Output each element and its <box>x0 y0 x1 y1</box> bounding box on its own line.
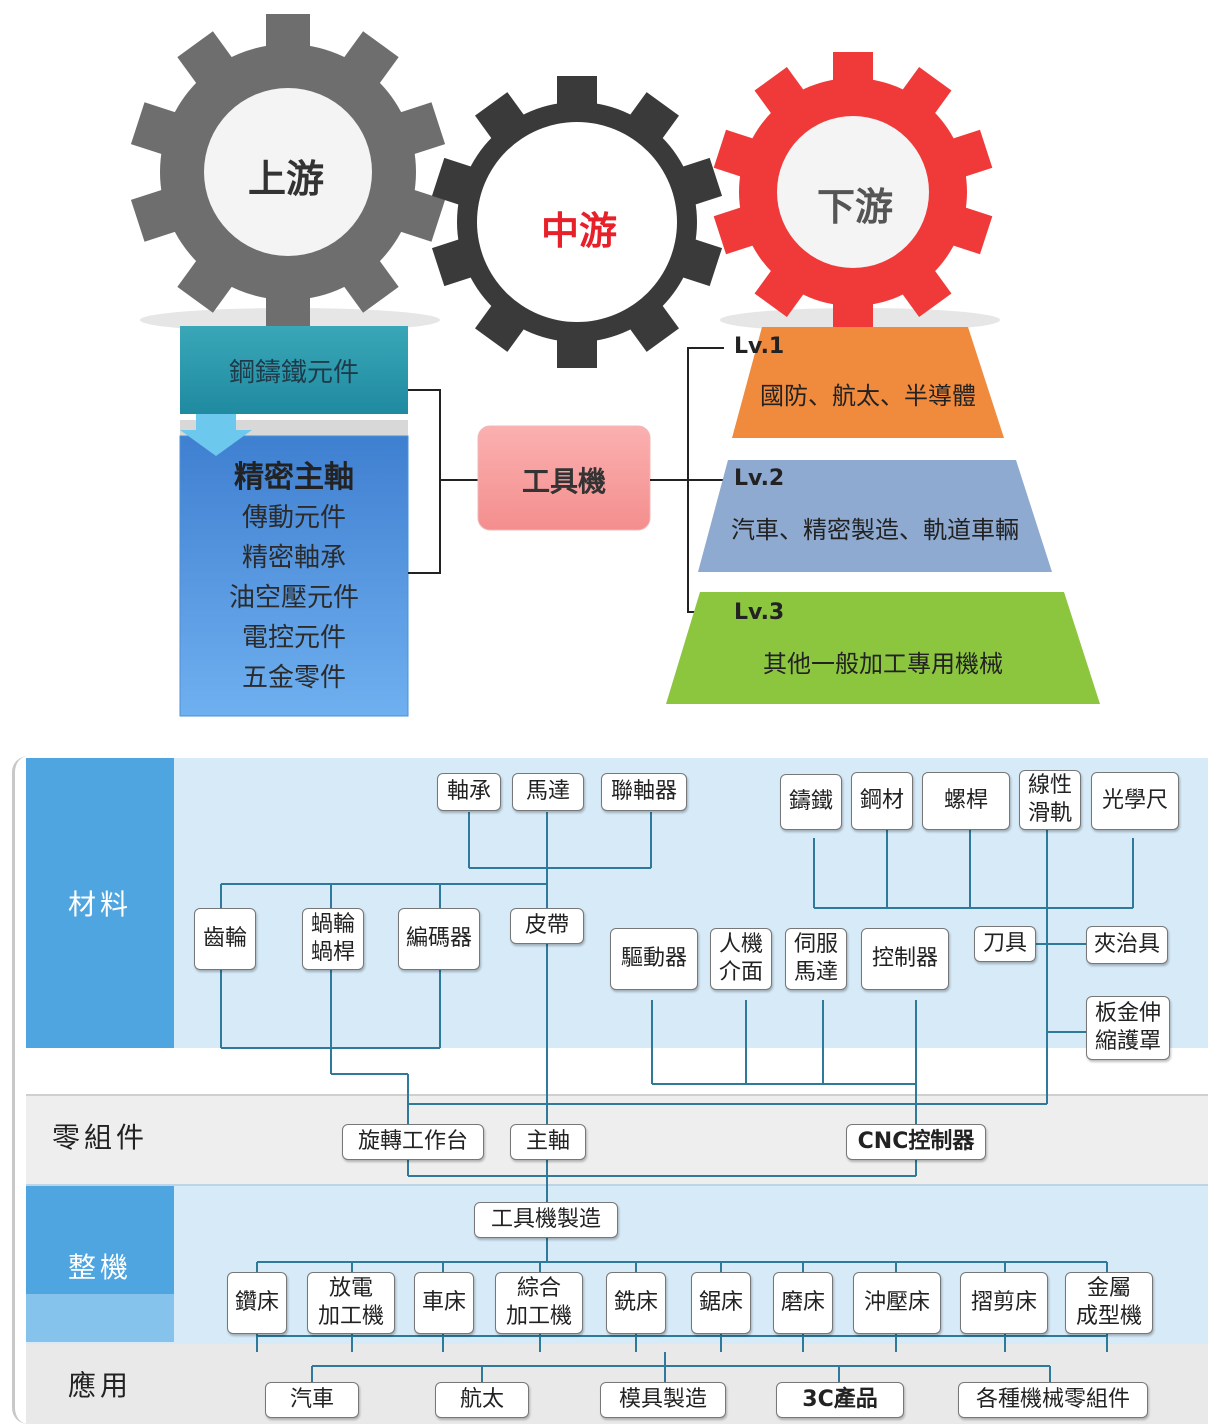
application-machine-parts: 各種機械零組件 <box>958 1382 1148 1418</box>
material-servo-motor: 伺服 馬達 <box>785 928 847 990</box>
material-coupling: 聯軸器 <box>601 773 687 811</box>
supply-header: 鋼鑄鐵元件 <box>228 358 359 388</box>
supply-list: 精密主軸 傳動元件 精密軸承 油空壓元件 電控元件 五金零件 <box>180 458 408 698</box>
band-components-bg <box>26 1094 1208 1184</box>
upstream-label: 上游 <box>247 157 324 201</box>
machine-edm: 放電 加工機 <box>307 1272 395 1334</box>
component-rotary-table: 旋轉工作台 <box>342 1124 484 1160</box>
machine-milling: 銑床 <box>606 1272 666 1334</box>
band-materials-label: 材料 <box>67 888 132 921</box>
supply-item: 傳動元件 <box>241 503 346 533</box>
band-gap-1 <box>26 1048 1208 1092</box>
machine-bending-shearing: 摺剪床 <box>960 1272 1048 1334</box>
application-aerospace: 航太 <box>435 1382 529 1418</box>
band-application-label: 應用 <box>67 1369 132 1402</box>
application-3c-products: 3C產品 <box>776 1382 904 1418</box>
material-linear-guide: 線性 滑軌 <box>1019 770 1081 830</box>
band-machine-label: 整機 <box>67 1251 132 1284</box>
level-1-text: 國防、航太、半導體 <box>760 382 976 410</box>
band-machine-label-bg <box>26 1186 174 1294</box>
level-1-title: Lv.1 <box>734 334 785 359</box>
material-telescopic-cover: 板金伸 縮護罩 <box>1086 996 1170 1060</box>
band-components-label: 零組件 <box>51 1121 148 1154</box>
gear-midstream-icon <box>431 76 723 368</box>
supply-item: 精密軸承 <box>241 543 346 573</box>
material-gear: 齒輪 <box>194 908 256 970</box>
material-driver: 驅動器 <box>610 928 698 990</box>
machine-tool-manufacturing: 工具機製造 <box>474 1202 618 1238</box>
level-2-title: Lv.2 <box>734 466 785 491</box>
material-ball-screw: 螺桿 <box>922 772 1010 830</box>
material-cast-iron: 鑄鐵 <box>780 774 842 830</box>
machine-metal-forming: 金屬 成型機 <box>1065 1272 1153 1334</box>
material-cutting-tool: 刀具 <box>974 926 1036 962</box>
machine-sawing: 鋸床 <box>691 1272 751 1334</box>
level-3-title: Lv.3 <box>734 600 785 625</box>
material-steel: 鋼材 <box>851 772 913 830</box>
material-fixture: 夾治具 <box>1086 926 1168 964</box>
material-belt: 皮帶 <box>510 908 584 944</box>
component-spindle: 主軸 <box>510 1124 586 1160</box>
midstream-label: 中游 <box>540 209 617 253</box>
machine-tool-center: 工具機 <box>521 465 606 498</box>
level-2-text: 汽車、精密製造、軌道車輛 <box>731 516 1019 544</box>
application-automotive: 汽車 <box>265 1382 359 1418</box>
down-arrow-icon <box>180 414 252 456</box>
downstream-label: 下游 <box>816 185 893 229</box>
band-machine-label-bg2 <box>26 1294 174 1342</box>
material-motor: 馬達 <box>512 773 584 811</box>
material-optical-scale: 光學尺 <box>1091 772 1179 830</box>
machine-machining-center: 綜合 加工機 <box>495 1272 583 1334</box>
material-encoder: 編碼器 <box>398 908 480 970</box>
gear-downstream-icon <box>713 52 993 332</box>
machine-grinding: 磨床 <box>773 1272 833 1334</box>
supply-item: 五金零件 <box>241 663 346 693</box>
level-3-text: 其他一般加工專用機械 <box>763 650 1003 678</box>
material-worm-gear: 蝸輪 蝸桿 <box>302 908 364 970</box>
supply-item: 電控元件 <box>241 623 346 653</box>
band-materials-label-bg <box>26 758 174 1048</box>
material-hmi: 人機 介面 <box>710 928 772 990</box>
material-bearing: 軸承 <box>437 773 501 811</box>
machine-press: 沖壓床 <box>853 1272 941 1334</box>
application-mold-making: 模具製造 <box>600 1382 726 1418</box>
material-controller: 控制器 <box>861 928 949 990</box>
top-diagram-graphics <box>130 14 1100 717</box>
supply-item: 油空壓元件 <box>228 583 359 613</box>
component-cnc-controller: CNC控制器 <box>846 1124 986 1160</box>
gear-upstream-icon <box>130 14 446 330</box>
supply-highlight: 精密主軸 <box>234 460 354 495</box>
machine-lathe: 車床 <box>414 1272 474 1334</box>
machine-drilling: 鑽床 <box>227 1272 287 1334</box>
